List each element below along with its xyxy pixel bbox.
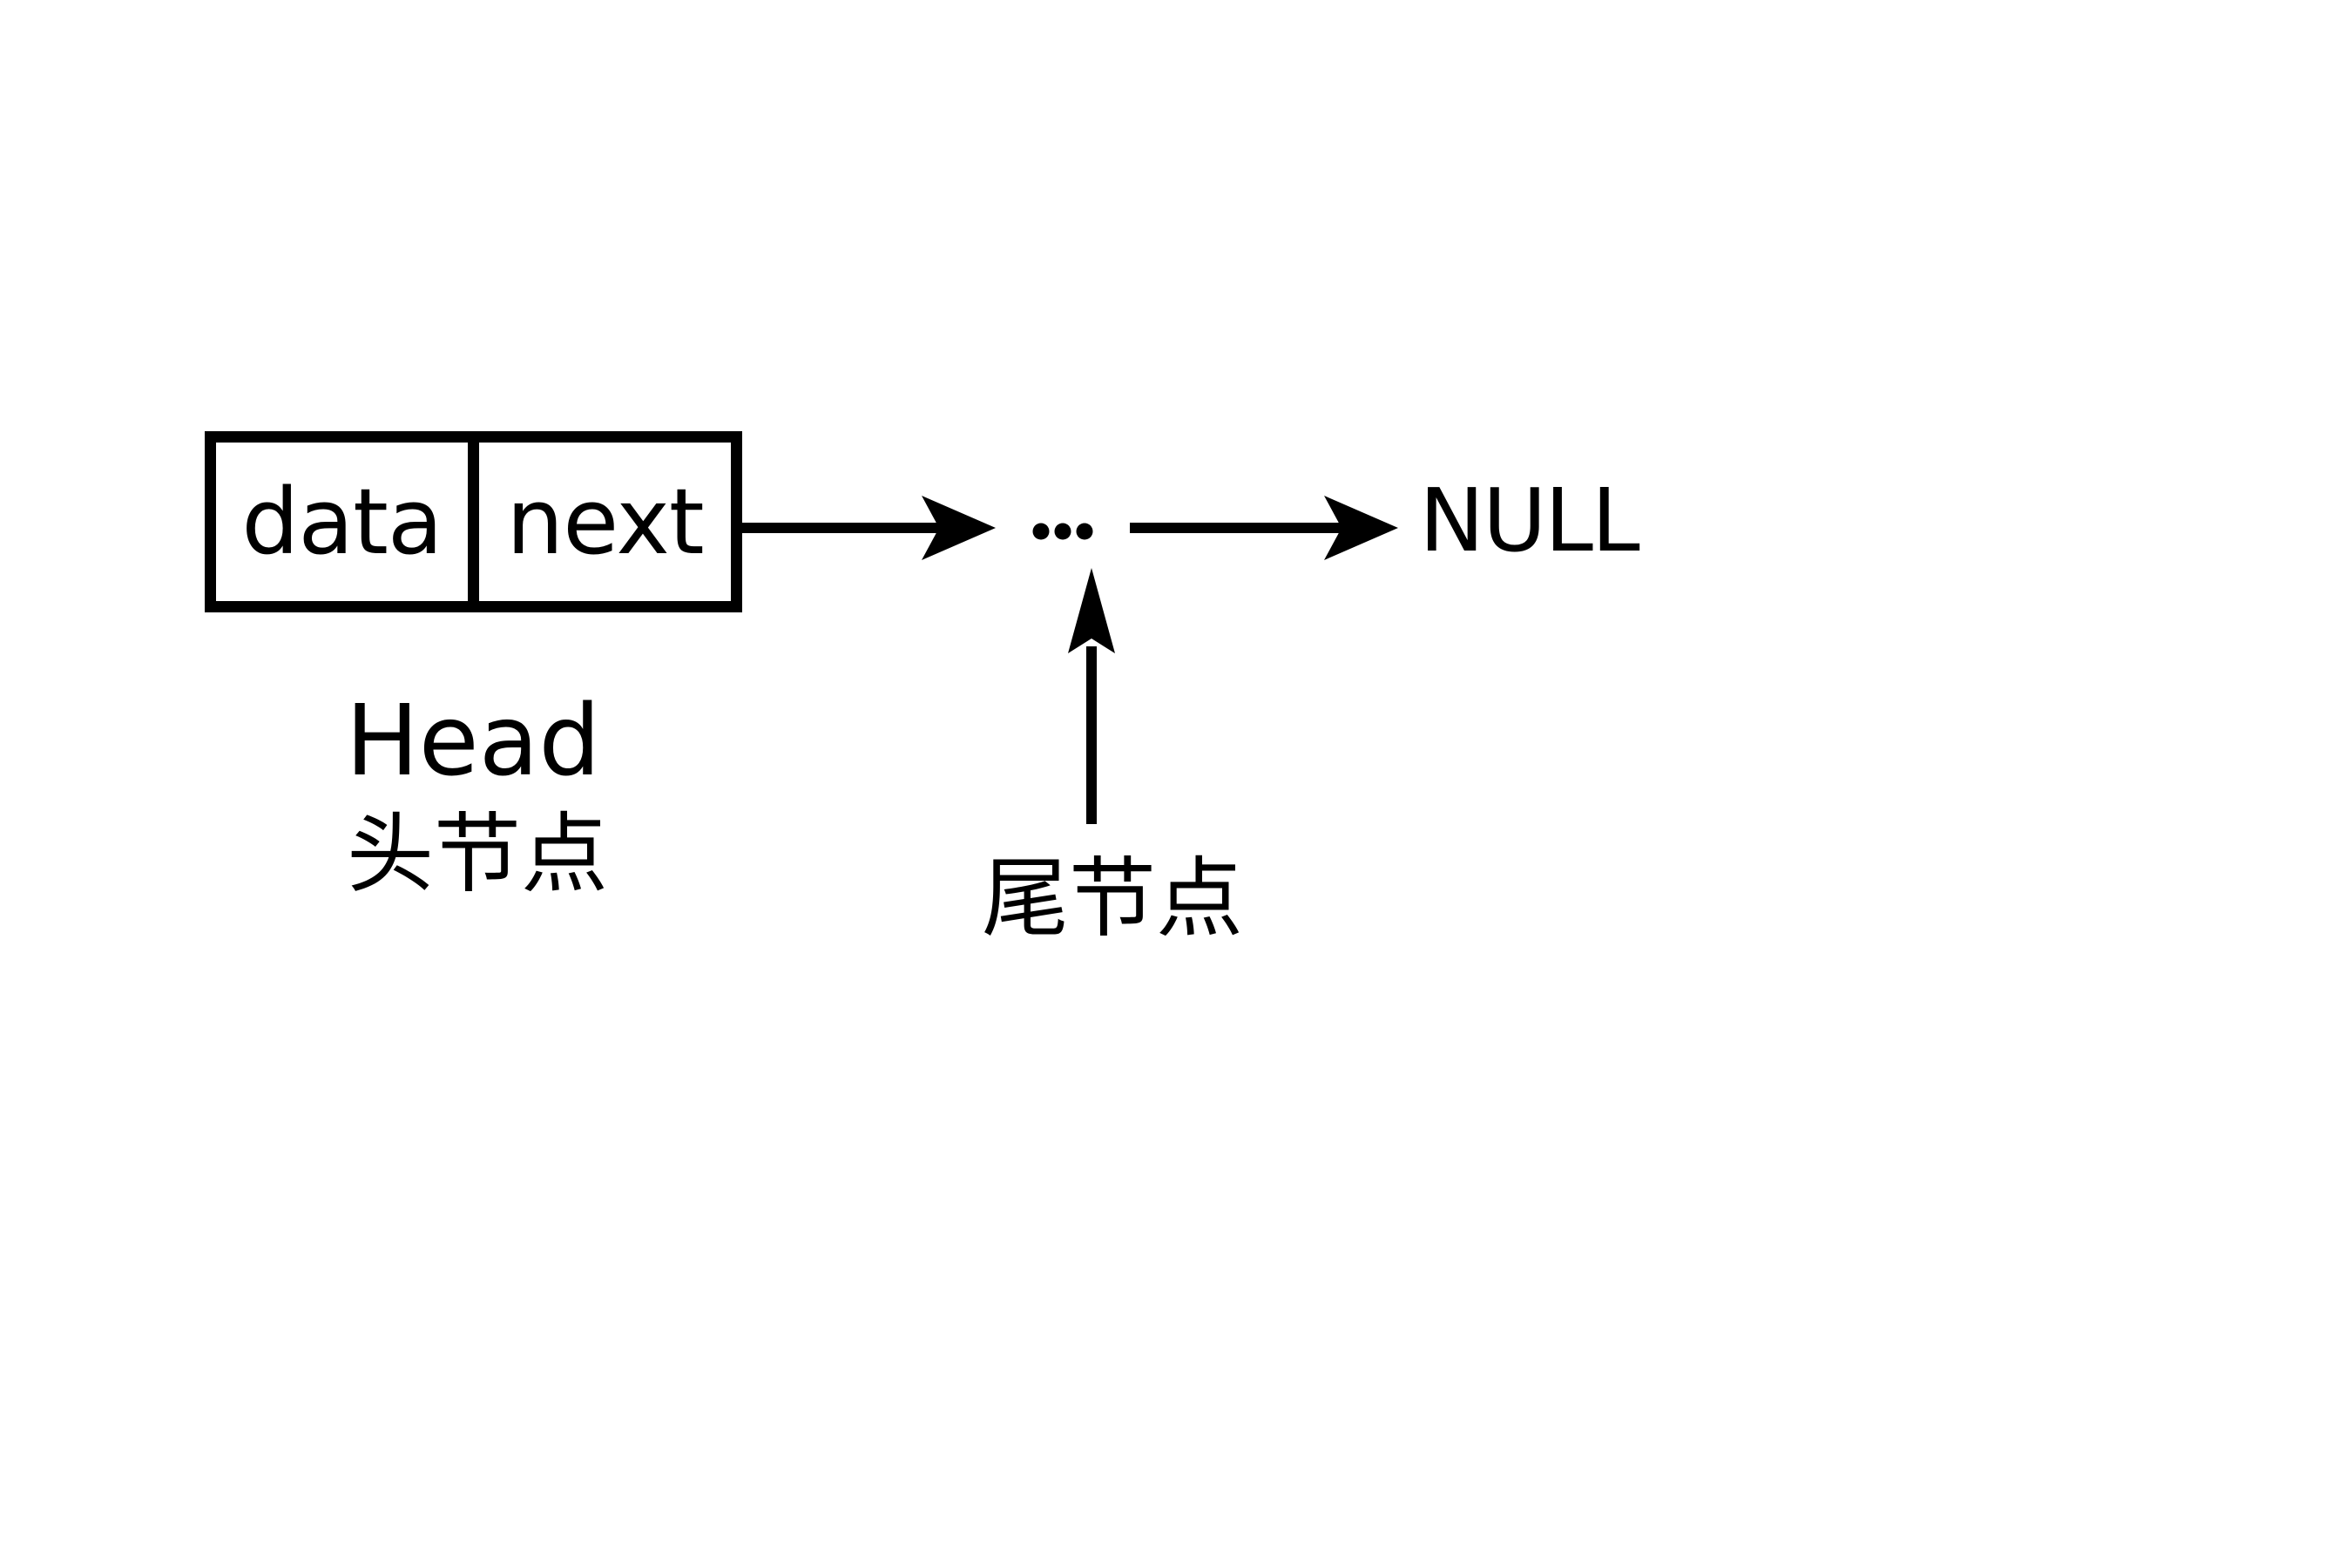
next-cell-label: next <box>506 469 704 575</box>
head-next-arrowhead-icon <box>922 496 996 560</box>
ellipsis-dot <box>1032 523 1050 540</box>
head-label-zh: 头节点 <box>347 803 608 905</box>
null-label: NULL <box>1419 470 1639 571</box>
head-label: Head <box>345 685 601 798</box>
tail-pointer-arrowhead-icon <box>1068 568 1115 653</box>
next-cell: next <box>468 443 731 601</box>
data-cell: data <box>216 443 468 601</box>
data-cell-label: data <box>241 469 443 575</box>
head-next-arrow <box>742 496 996 560</box>
ellipsis-dot <box>1076 523 1093 540</box>
tail-label-zh: 尾节点 <box>982 848 1243 950</box>
ellipsis-dot <box>1054 523 1071 540</box>
ellipsis-null-arrowhead-icon <box>1324 496 1398 560</box>
ellipsis-dots-icon <box>1032 523 1093 540</box>
ellipsis-null-arrow <box>1130 496 1398 560</box>
head-node-box: data next <box>205 431 742 612</box>
tail-pointer-arrow <box>1068 568 1115 824</box>
